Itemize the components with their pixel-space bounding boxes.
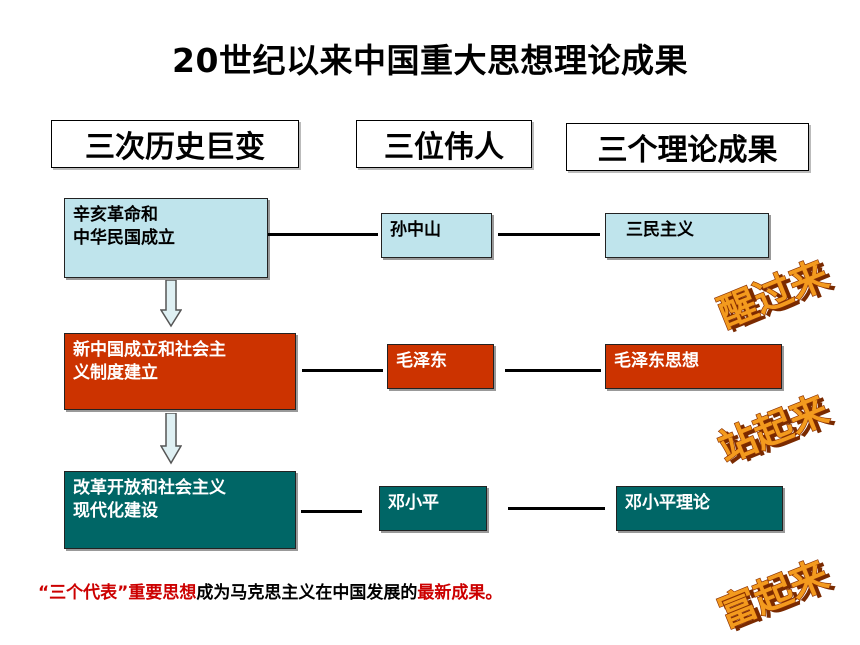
change-line-2: 中华民国成立 — [73, 228, 175, 248]
connector-line — [268, 233, 378, 236]
leader-box-deng: 邓小平 — [379, 486, 487, 531]
change-box-reform: 改革开放和社会主义 现代化建设 — [64, 471, 296, 549]
down-arrow-icon — [160, 280, 182, 328]
header-theoretical-results: 三个理论成果 — [566, 123, 809, 171]
change-line-1: 辛亥革命和 — [73, 205, 158, 225]
leader-box-mao: 毛泽东 — [387, 344, 494, 389]
down-arrow-icon — [160, 413, 182, 465]
change-line-1: 新中国成立和社会主 — [73, 340, 226, 360]
result-box-three-principles: 三民主义 — [605, 213, 769, 258]
change-line-2: 现代化建设 — [73, 501, 158, 521]
change-box-new-china: 新中国成立和社会主 义制度建立 — [64, 333, 296, 410]
get-rich-wordart: 富起来 富起来 — [706, 548, 846, 638]
page-title: 20世纪以来中国重大思想理论成果 — [172, 41, 688, 80]
connector-line — [505, 369, 601, 372]
result-box-deng-theory: 邓小平理论 — [616, 486, 783, 531]
leader-box-sun: 孙中山 — [381, 213, 492, 258]
result-box-mao-thought: 毛泽东思想 — [605, 344, 782, 389]
connector-line — [508, 507, 605, 510]
header-great-leaders: 三位伟人 — [356, 120, 532, 168]
stand-up-wordart: 站起来 站起来 — [706, 383, 846, 473]
stamp-text: 醒过来 — [712, 251, 835, 335]
awake-wordart: 醒过来 醒过来 — [706, 248, 846, 338]
stamp-text: 富起来 — [712, 551, 835, 635]
latest-result-text: 最新成果。 — [417, 583, 503, 603]
conclusion-statement: “三个代表”重要思想成为马克思主义在中国发展的最新成果。 — [38, 578, 502, 603]
connector-line — [302, 369, 383, 372]
stamp-text: 站起来 — [712, 386, 835, 470]
connector-line — [498, 233, 600, 236]
header-historic-changes: 三次历史巨变 — [51, 120, 299, 168]
change-line-1: 改革开放和社会主义 — [73, 478, 226, 498]
statement-middle-text: 成为马克思主义在中国发展的 — [196, 583, 418, 603]
change-line-2: 义制度建立 — [73, 363, 158, 383]
change-box-xinhai: 辛亥革命和 中华民国成立 — [64, 198, 268, 278]
three-represents-text: “三个代表”重要思想 — [38, 583, 197, 603]
connector-line — [301, 510, 362, 513]
